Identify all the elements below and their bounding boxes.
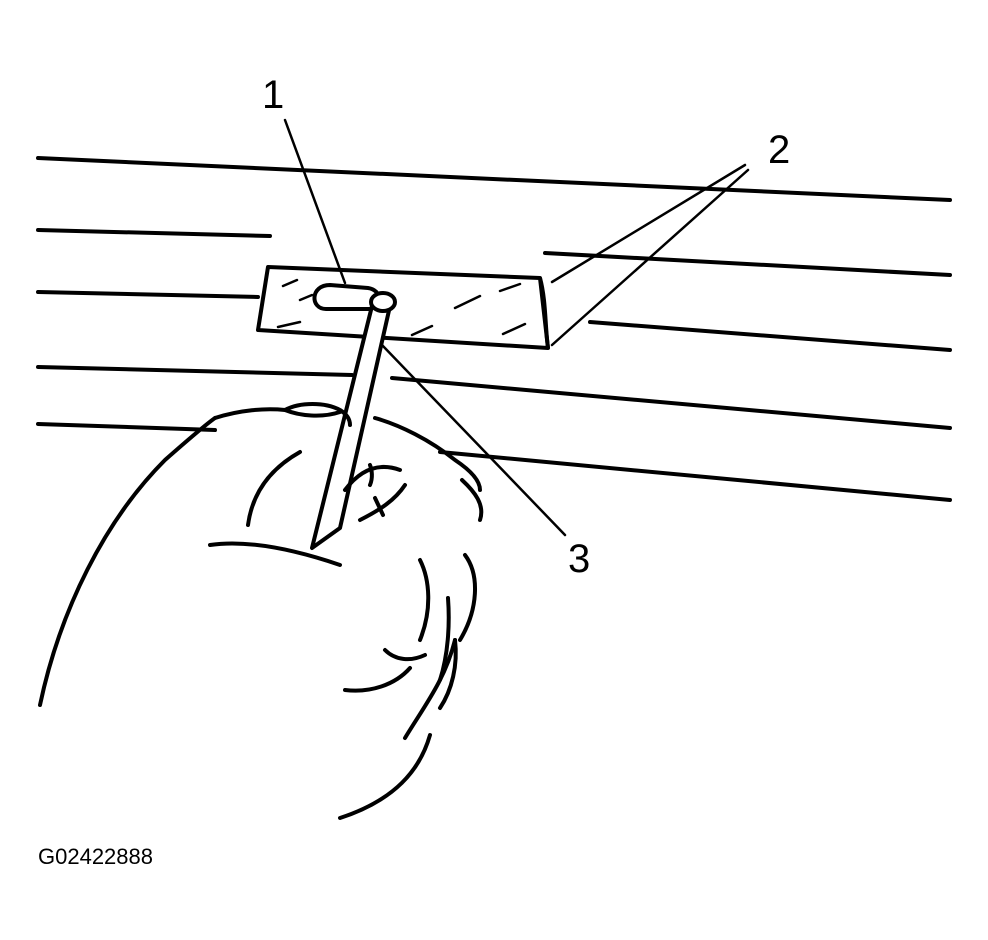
knuckle-right	[460, 478, 484, 522]
figure-id: G02422888	[38, 844, 153, 869]
grid-line-3	[36, 290, 952, 352]
grid-line-1	[36, 156, 952, 202]
tab-body	[256, 265, 550, 350]
callout-2: 2	[768, 128, 790, 172]
finger-fold-lower	[383, 648, 427, 662]
terminal-tab	[256, 265, 550, 350]
hand-illustration	[38, 402, 484, 820]
grid-line-5	[36, 422, 952, 502]
defogger-grid-lines	[36, 156, 952, 502]
knuckle-curve	[458, 553, 477, 642]
probe-tip	[369, 291, 397, 313]
inner-fold-1	[358, 483, 407, 522]
inner-fold-2	[373, 496, 385, 517]
thumb-nail	[283, 408, 342, 418]
tab-slot	[312, 283, 382, 311]
leader-3	[380, 343, 567, 537]
grid-line-2	[36, 228, 952, 277]
inner-fold-3	[368, 463, 374, 487]
finger-top	[373, 416, 482, 492]
leader-lines	[283, 118, 750, 537]
finger-fold-upper	[418, 558, 431, 642]
inner-knuckle-1	[246, 450, 302, 527]
thumb-outline	[213, 402, 352, 427]
finger-fold-mid	[343, 666, 412, 693]
tab-shading	[276, 278, 527, 337]
palm-bottom	[338, 733, 432, 820]
leader-2b	[550, 168, 750, 347]
finger-crease-right	[438, 596, 451, 682]
hand-outline-back	[38, 416, 217, 707]
tab-front-edge	[538, 277, 550, 349]
leader-1	[283, 118, 347, 285]
grid-line-4	[36, 365, 952, 430]
thumb-base	[208, 541, 342, 567]
leader-2a	[550, 163, 747, 284]
callout-1: 1	[262, 73, 284, 117]
finger-contour-1	[403, 638, 457, 740]
finger-crease-right-2	[438, 638, 458, 710]
callout-3: 3	[568, 537, 590, 581]
